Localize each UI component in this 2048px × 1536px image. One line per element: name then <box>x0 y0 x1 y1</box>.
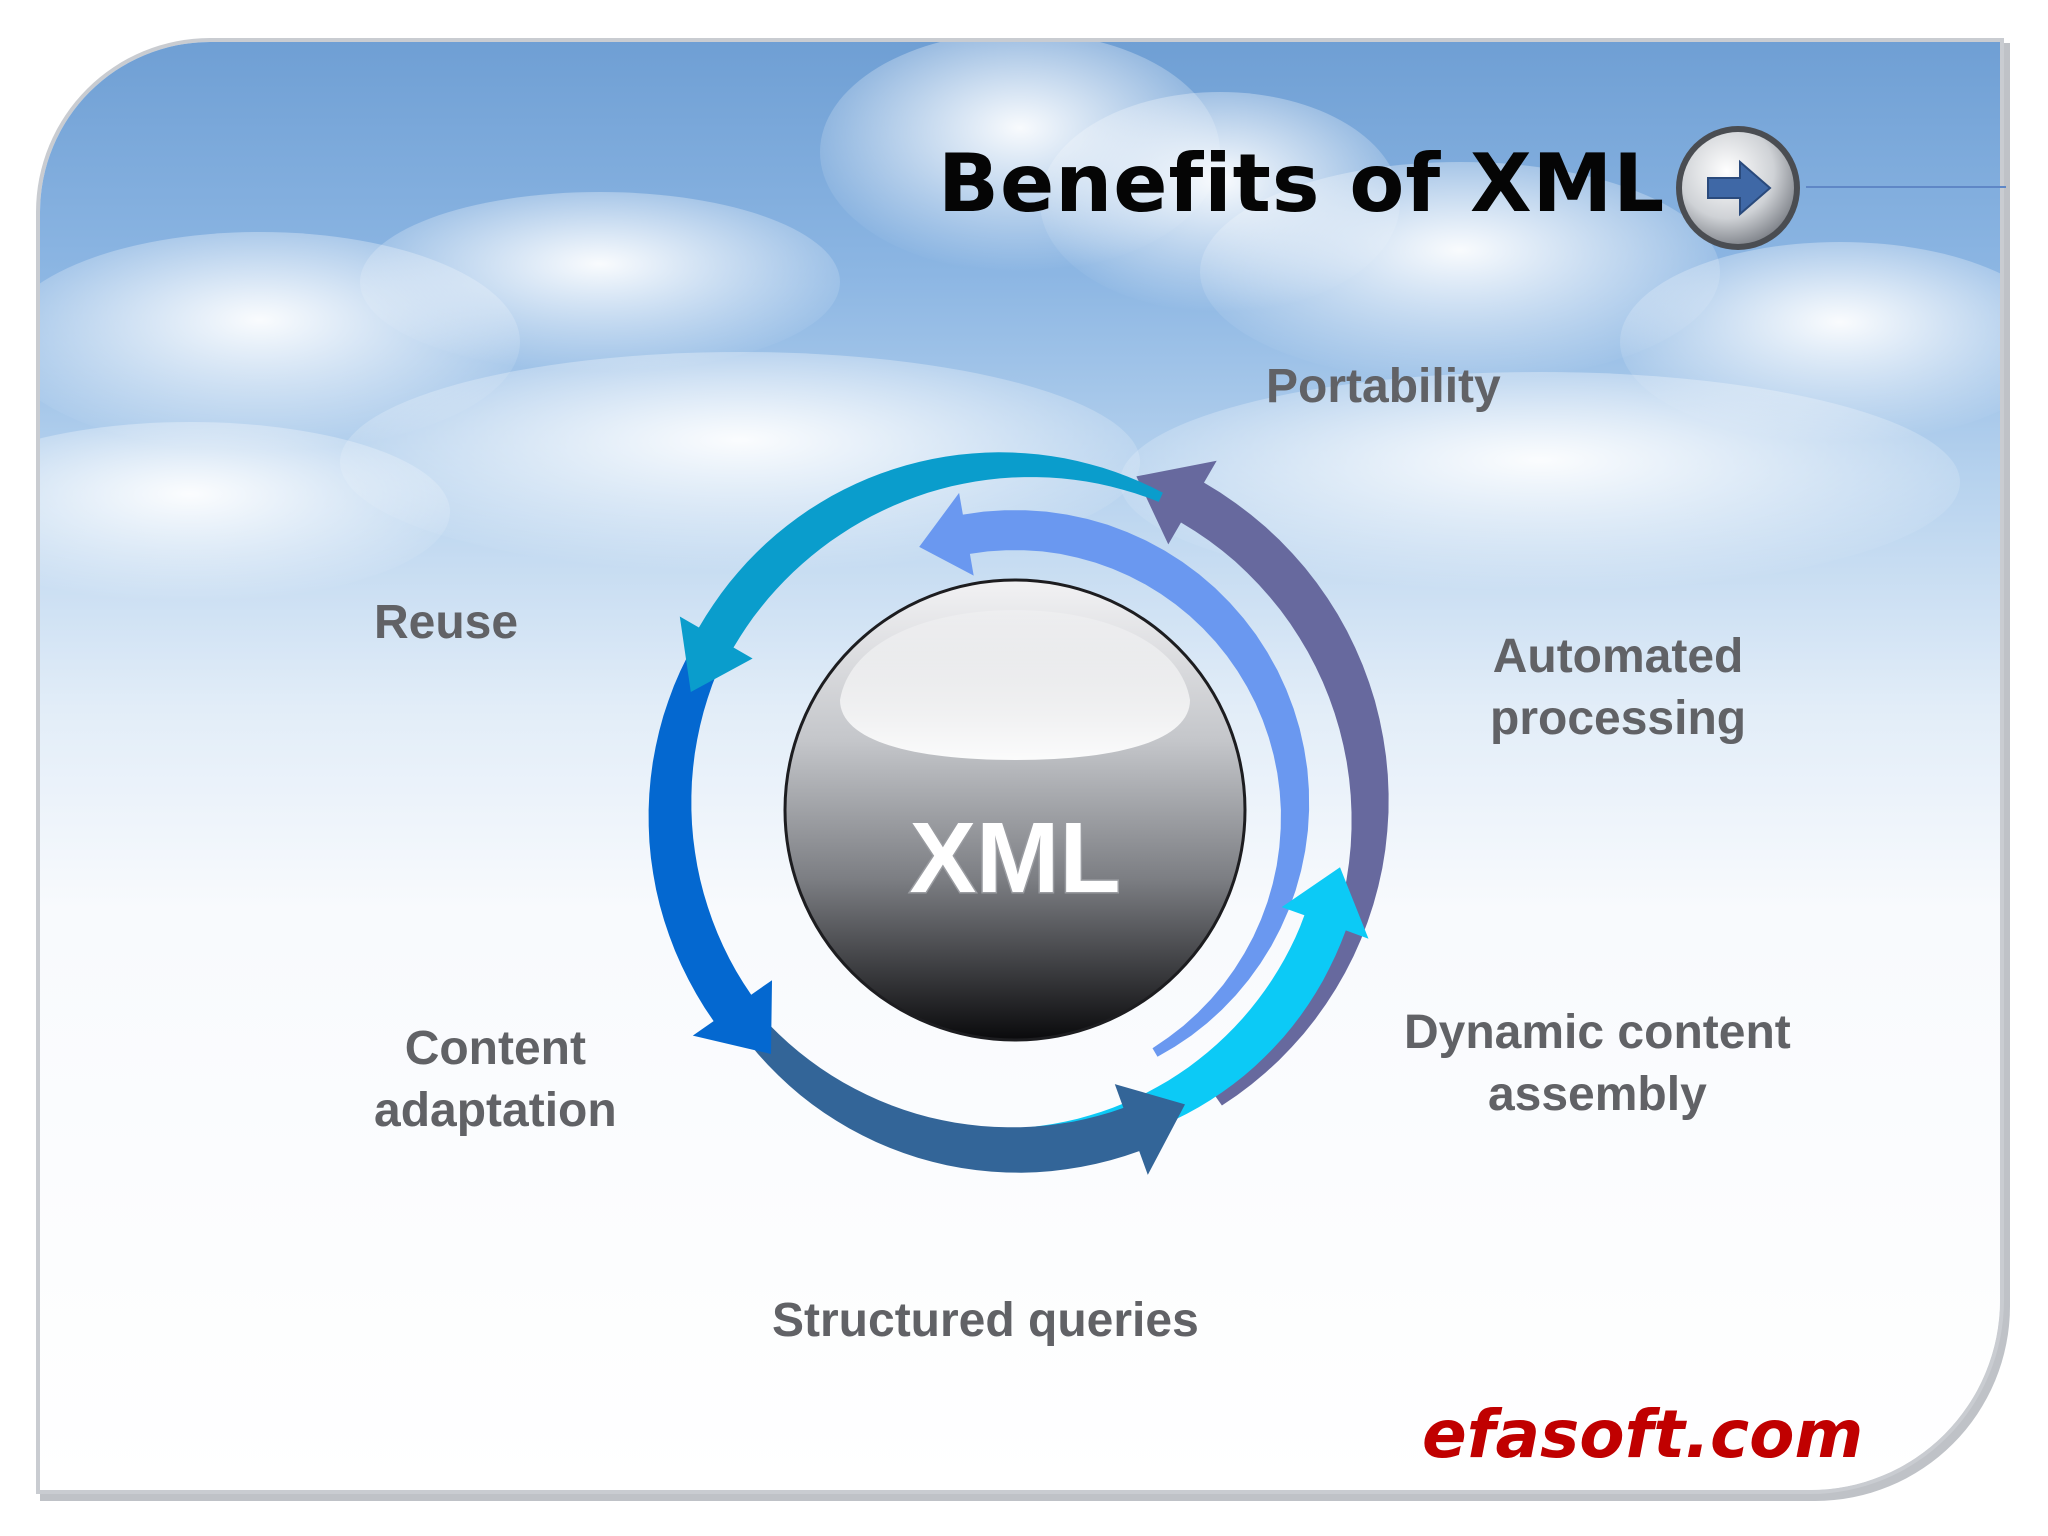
cycle-arrow-reuse <box>679 452 1163 692</box>
xml-hub-label: XML <box>909 802 1120 914</box>
slide-frame <box>40 42 2000 1490</box>
benefit-label-structured-queries: Structured queries <box>772 1294 1199 1347</box>
benefit-label-reuse: Reuse <box>374 596 519 649</box>
next-slide-button[interactable] <box>1672 122 1804 254</box>
cloud-background <box>40 42 2000 602</box>
cycle-arrow-portability <box>919 492 1310 1057</box>
title-rule <box>1806 186 2006 188</box>
right-arrow-icon <box>1676 126 1800 250</box>
cycle-arrow-automated-processing <box>1136 460 1389 1106</box>
cycle-arrow-structured-queries <box>681 896 1185 1175</box>
slide-title: Benefits of XML <box>938 137 1666 230</box>
benefit-label-content-adaptation: Content adaptation <box>374 1022 617 1137</box>
brand-logo: efasoft.com <box>1422 1396 1864 1473</box>
cycle-arrow-dynamic-content-assembly <box>900 867 1369 1153</box>
xml-hub-highlight <box>840 610 1190 760</box>
benefit-label-dynamic-content-assembly: Dynamic content assembly <box>1404 1006 1791 1121</box>
benefit-label-portability: Portability <box>1266 360 1501 413</box>
benefit-label-automated-processing: Automated processing <box>1490 630 1747 745</box>
